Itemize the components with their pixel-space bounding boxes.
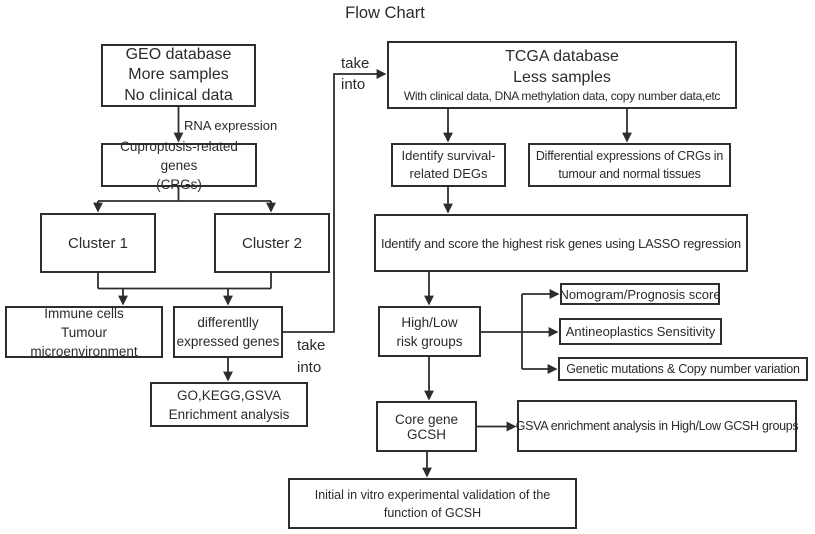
node-immune-cells: Immune cells Tumour microenvironment bbox=[5, 305, 163, 359]
node-text-line: expressed genes bbox=[176, 334, 280, 349]
node-tcga-database: TCGA database Less samples With clinical… bbox=[387, 41, 737, 109]
node-text-line: Immune cells bbox=[44, 305, 124, 321]
node-cluster-2: Cluster 2 bbox=[214, 213, 330, 273]
node-survival-related-degs: Identify survival- related DEGs bbox=[391, 143, 506, 187]
node-text-line: Identify survival- bbox=[401, 148, 496, 163]
node-text-line: GEO database bbox=[125, 45, 232, 63]
node-text-line: Genetic mutations & Copy number variatio… bbox=[566, 362, 800, 376]
node-gsva-enrichment-analysis: GSVA enrichment analysis in High/Low GCS… bbox=[515, 400, 799, 452]
node-text-line: No clinical data bbox=[124, 86, 233, 104]
node-antineoplastics-sensitivity: Antineoplastics Sensitivity bbox=[559, 318, 722, 345]
node-text-line: Antineoplastics Sensitivity bbox=[565, 324, 716, 339]
node-high-low-risk-groups: High/Low risk groups bbox=[378, 306, 481, 357]
connector-clusters-merge bbox=[97, 273, 272, 290]
node-text-line: Less samples bbox=[513, 68, 611, 86]
edge-label-take-into-bottom: take into bbox=[297, 335, 325, 379]
node-text-line: Cuproptosis-related genes bbox=[120, 138, 238, 173]
node-go-kegg-gsva-enrichment: GO,KEGG,GSVA Enrichment analysis bbox=[150, 382, 308, 427]
edge-label-line: into bbox=[297, 359, 322, 376]
node-text-line: High/Low bbox=[401, 314, 458, 330]
node-core-gene-gcsh: Core gene GCSH bbox=[376, 401, 477, 452]
node-geo-database: GEO database More samples No clinical da… bbox=[101, 44, 256, 107]
edge-label-line: take bbox=[297, 337, 326, 354]
node-text-line: Cluster 2 bbox=[241, 234, 303, 252]
node-text-line: (CRGs) bbox=[156, 176, 202, 192]
edge-label-line: take bbox=[341, 55, 370, 72]
edge-label-rna-expression: RNA expression bbox=[184, 118, 278, 133]
node-text-line: GSVA enrichment analysis in High/Low GCS… bbox=[515, 419, 799, 433]
node-text-line: Initial in vitro experimental validation… bbox=[314, 487, 551, 502]
node-lasso-regression: Identify and score the highest risk gene… bbox=[374, 214, 748, 272]
node-genetic-mutations-cnv: Genetic mutations & Copy number variatio… bbox=[558, 357, 808, 381]
node-differently-expressed-genes: differentlly expressed genes bbox=[173, 306, 283, 358]
node-text-line: Identify and score the highest risk gene… bbox=[381, 235, 741, 251]
node-text-line: With clinical data, DNA methylation data… bbox=[403, 88, 721, 103]
connector-crgs-split bbox=[98, 187, 271, 202]
edge-label-line: into bbox=[341, 76, 366, 93]
node-cluster-1: Cluster 1 bbox=[40, 213, 156, 273]
node-text-line: Tumour microenvironment bbox=[30, 324, 138, 359]
node-text-line: related DEGs bbox=[409, 166, 488, 181]
node-text-line: Core gene GCSH bbox=[394, 411, 459, 442]
node-text-line: Differential expressions of CRGs in bbox=[535, 149, 724, 163]
node-text-line: Cluster 1 bbox=[67, 234, 129, 252]
node-text-line: differentlly bbox=[197, 315, 259, 330]
node-text-line: Enrichment analysis bbox=[168, 406, 290, 422]
node-text-line: risk groups bbox=[396, 333, 463, 349]
node-text-line: function of GCSH bbox=[383, 505, 482, 520]
node-text-line: More samples bbox=[128, 66, 229, 84]
node-nomogram-prognosis-score: Nomogram/Prognosis score bbox=[559, 283, 721, 305]
arrow-deg-to-tcga bbox=[283, 69, 387, 333]
page-title: Flow Chart bbox=[345, 4, 425, 22]
node-cuproptosis-related-genes: Cuproptosis-related genes (CRGs) bbox=[101, 139, 257, 192]
node-differential-expressions-crgs: Differential expressions of CRGs in tumo… bbox=[528, 143, 731, 187]
node-text-line: Nomogram/Prognosis score bbox=[559, 286, 721, 302]
node-text-line: TCGA database bbox=[505, 47, 619, 65]
connector-risk-branch bbox=[481, 294, 523, 369]
node-text-line: GO,KEGG,GSVA bbox=[176, 387, 282, 403]
node-in-vitro-validation: Initial in vitro experimental validation… bbox=[288, 478, 577, 529]
edge-label-take-into-top: take into bbox=[341, 53, 369, 95]
node-text-line: tumour and normal tissues bbox=[558, 167, 701, 181]
